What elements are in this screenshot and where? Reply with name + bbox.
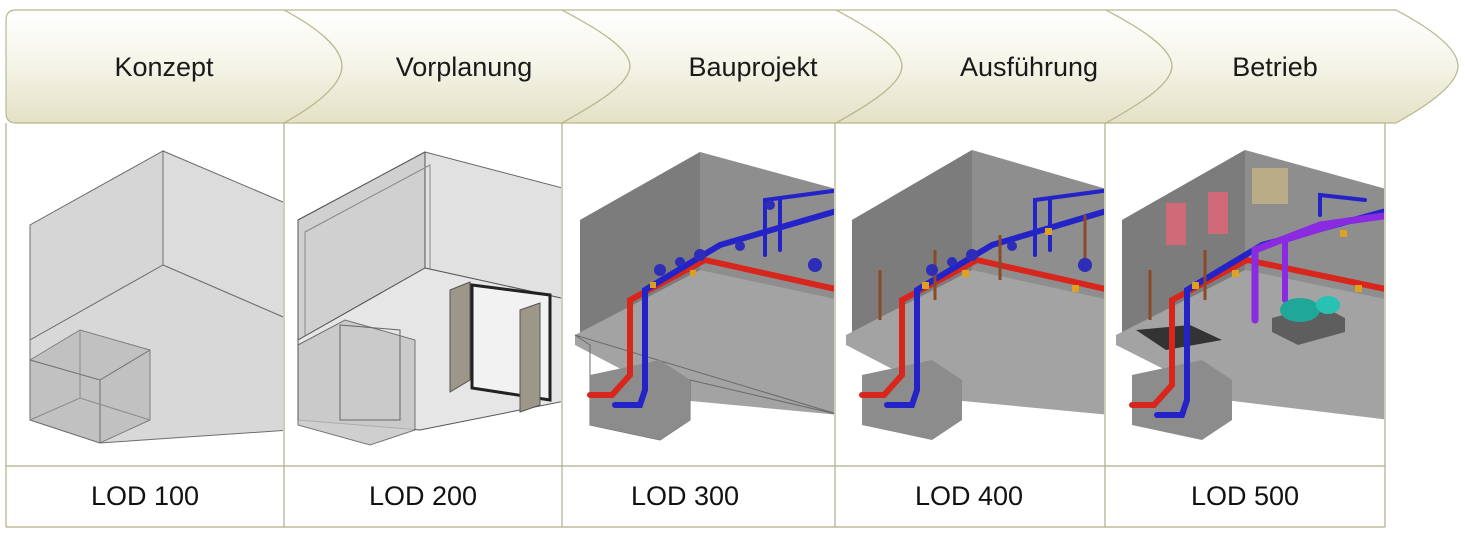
chevron-betrieb	[1103, 9, 1459, 124]
lod-label-100: LOD 100	[91, 481, 199, 511]
model-image-lod400	[846, 150, 1104, 440]
model-image-lod200	[297, 151, 561, 446]
model-image-lod100	[29, 150, 283, 444]
phase-label-ausfuehrung: Ausführung	[960, 52, 1098, 82]
phase-label-vorplanung: Vorplanung	[396, 52, 533, 82]
lod-label-300: LOD 300	[631, 481, 739, 511]
lod-label-200: LOD 200	[369, 481, 477, 511]
phase-label-betrieb: Betrieb	[1232, 52, 1318, 82]
model-image-lod300	[574, 152, 834, 441]
lod-label-500: LOD 500	[1191, 481, 1299, 511]
lod-label-400: LOD 400	[915, 481, 1023, 511]
phase-chevrons	[5, 9, 1459, 124]
table-grid	[5, 123, 1386, 528]
model-image-lod500	[1116, 150, 1384, 440]
phase-label-bauprojekt: Bauprojekt	[688, 52, 818, 82]
phase-label-konzept: Konzept	[114, 52, 214, 82]
